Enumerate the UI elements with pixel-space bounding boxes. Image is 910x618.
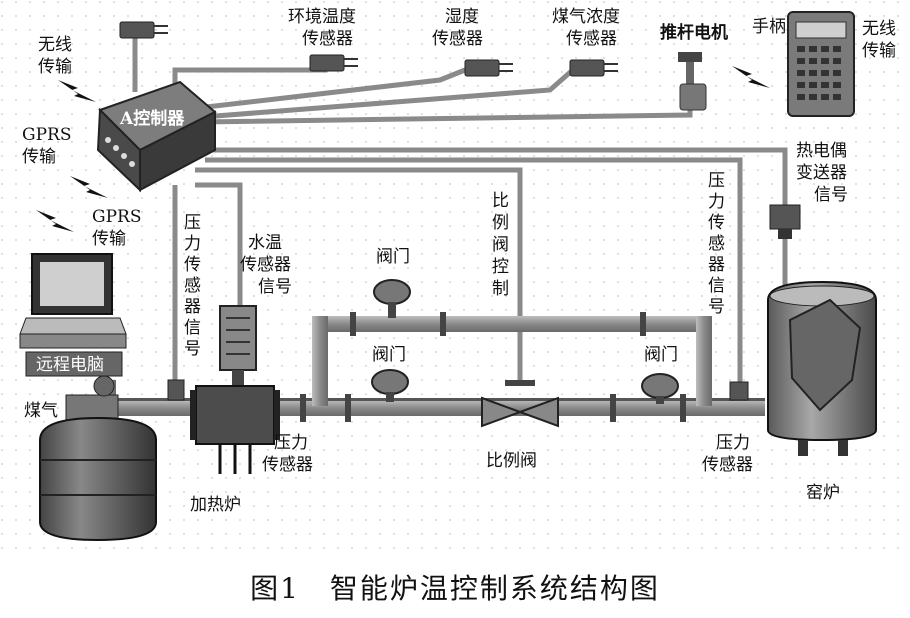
- label-thermocouple-signal: 热电偶 变送器 信号: [796, 141, 848, 205]
- svg-text:阀: 阀: [492, 235, 509, 255]
- label-humidity-sensor: 湿度 传感器: [432, 7, 483, 49]
- valve-mid-device: [371, 369, 409, 402]
- svg-text:传感器: 传感器: [302, 29, 353, 49]
- kiln-device: [767, 280, 877, 456]
- label-proportional-valve: 比例阀: [486, 451, 537, 471]
- push-rod-motor-device: [678, 52, 707, 111]
- svg-text:控: 控: [492, 257, 509, 277]
- svg-text:号: 号: [184, 339, 201, 359]
- svg-text:水温: 水温: [248, 233, 282, 253]
- svg-text:传输: 传输: [862, 41, 896, 61]
- label-gas-conc-sensor: 煤气浓度 传感器: [552, 7, 620, 49]
- svg-text:湿度: 湿度: [445, 7, 479, 27]
- label-gas: 煤气: [24, 401, 58, 421]
- env-temp-sensor-device: [309, 54, 358, 72]
- label-valve-mid: 阀门: [372, 345, 406, 365]
- system-diagram: 无线 传输 环境温度 传感器 湿度 传感器 煤气浓度 传感器 推杆电机 手柄 无…: [0, 0, 910, 560]
- label-gprs-top: GPRS 传输: [22, 125, 71, 167]
- valve-top-device: [373, 279, 411, 318]
- svg-text:GPRS: GPRS: [22, 125, 71, 145]
- top-left-sensor-module: [119, 21, 168, 39]
- label-pressure-sensor-right: 压力 传感器: [702, 433, 753, 475]
- handle-device: [787, 11, 855, 117]
- svg-text:传: 传: [708, 213, 725, 233]
- svg-text:感: 感: [184, 276, 201, 296]
- label-kiln: 窑炉: [806, 483, 840, 503]
- label-pressure-sensor-left: 压力 传感器: [262, 433, 313, 475]
- label-proportional-valve-control: 比 例 阀 控 制: [492, 191, 509, 299]
- svg-text:力: 力: [184, 234, 201, 254]
- svg-text:环境温度: 环境温度: [288, 7, 356, 27]
- svg-text:信: 信: [184, 318, 201, 338]
- svg-text:例: 例: [492, 213, 509, 233]
- svg-text:变送器: 变送器: [796, 163, 847, 183]
- thermocouple-transmitter-device: [769, 204, 801, 285]
- signal-wires: [132, 30, 788, 385]
- svg-text:压力: 压力: [716, 433, 750, 453]
- svg-text:器: 器: [184, 297, 201, 317]
- svg-text:比: 比: [492, 191, 509, 211]
- svg-text:无线: 无线: [38, 35, 72, 55]
- controller-a-device: [96, 80, 217, 193]
- label-wireless-right: 无线 传输: [862, 19, 896, 61]
- humidity-sensor-device: [464, 59, 513, 77]
- svg-text:传输: 传输: [38, 57, 72, 77]
- label-heating-furnace: 加热炉: [190, 495, 241, 515]
- svg-text:感: 感: [708, 234, 725, 254]
- svg-text:号: 号: [708, 297, 725, 317]
- svg-text:传感器: 传感器: [702, 455, 753, 475]
- label-wireless-left: 无线 传输: [38, 35, 72, 77]
- pressure-sensor-left-device: [167, 379, 185, 401]
- svg-text:传输: 传输: [92, 229, 126, 249]
- gas-conc-sensor-device: [569, 59, 618, 77]
- gas-tank-device: [39, 375, 157, 542]
- svg-text:传感器: 传感器: [432, 29, 483, 49]
- figure-caption: 图1 智能炉温控制系统结构图: [250, 572, 660, 605]
- label-handle: 手柄: [752, 17, 786, 37]
- svg-text:压: 压: [708, 171, 725, 191]
- label-remote-pc: 远程电脑: [36, 355, 104, 375]
- label-valve-top: 阀门: [376, 247, 410, 267]
- label-push-rod-motor: 推杆电机: [660, 22, 728, 43]
- label-valve-right: 阀门: [644, 345, 678, 365]
- label-controller: A控制器: [119, 108, 185, 129]
- svg-text:信号: 信号: [814, 185, 848, 205]
- svg-text:热电偶: 热电偶: [796, 141, 847, 161]
- svg-text:传感器: 传感器: [566, 29, 617, 49]
- label-pressure-signal-left: 压 力 传 感 器 信 号: [184, 213, 201, 359]
- svg-text:压: 压: [184, 213, 201, 233]
- valve-right-device: [641, 373, 679, 404]
- svg-text:制: 制: [492, 279, 509, 299]
- svg-text:传: 传: [184, 255, 201, 275]
- svg-text:信: 信: [708, 276, 725, 296]
- label-gprs-bottom: GPRS 传输: [92, 207, 141, 249]
- label-env-temp-sensor: 环境温度 传感器: [288, 7, 356, 49]
- svg-text:压力: 压力: [274, 433, 308, 453]
- svg-text:信号: 信号: [258, 277, 292, 297]
- wireless-signal-icon: [36, 66, 770, 232]
- heating-furnace-device: [190, 305, 280, 474]
- svg-text:器: 器: [708, 255, 725, 275]
- svg-text:传感器: 传感器: [240, 255, 291, 275]
- proportional-valve-device: [481, 380, 559, 428]
- label-water-temp-signal: 水温 传感器 信号: [240, 233, 292, 297]
- svg-text:煤气浓度: 煤气浓度: [552, 7, 620, 27]
- pressure-sensor-right-device: [729, 381, 749, 401]
- remote-computer-device: [19, 253, 127, 377]
- svg-text:GPRS: GPRS: [92, 207, 141, 227]
- svg-text:传输: 传输: [22, 147, 56, 167]
- svg-text:无线: 无线: [862, 19, 896, 39]
- svg-text:传感器: 传感器: [262, 455, 313, 475]
- svg-text:力: 力: [708, 192, 725, 212]
- label-pressure-signal-right: 压 力 传 感 器 信 号: [708, 171, 725, 317]
